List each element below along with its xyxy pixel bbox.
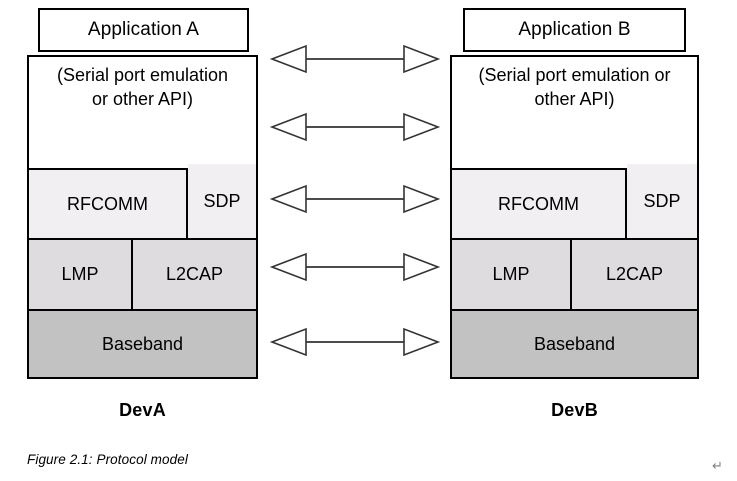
layer-l2cap-label-a: L2CAP (165, 264, 224, 285)
connection-arrow-rfcomm-sdp (269, 184, 441, 214)
api-layer-b: (Serial port emulation or other API) (452, 57, 697, 168)
application-box-b: Application B (463, 8, 686, 52)
connection-arrow-baseband (269, 327, 441, 357)
application-label-b: Application B (518, 18, 631, 40)
connection-arrow-application (269, 44, 441, 74)
layer-baseband-b: Baseband (452, 309, 697, 377)
api-layer-label-b: (Serial port emulation or other API) (478, 65, 671, 109)
layer-sdp-a: SDP (188, 164, 256, 238)
paragraph-mark-icon: ↵ (712, 458, 723, 473)
device-label-b: DevB (551, 400, 598, 420)
protocol-stack-a: (Serial port emulation or other API) RFC… (27, 55, 258, 379)
application-label-a: Application A (87, 18, 200, 40)
layer-rfcomm-b: RFCOMM (452, 168, 627, 238)
layer-l2cap-b: L2CAP (572, 238, 697, 309)
layer-baseband-a: Baseband (29, 309, 256, 377)
layer-l2cap-label-b: L2CAP (605, 264, 664, 285)
layer-l2cap-a: L2CAP (133, 238, 256, 309)
layer-lmp-label-b: LMP (492, 264, 530, 285)
layer-sdp-label-a: SDP (203, 190, 241, 211)
connection-arrow-lmp-l2cap (269, 252, 441, 282)
device-label-a: DevA (119, 400, 166, 420)
layer-rfcomm-a: RFCOMM (29, 168, 188, 238)
connection-arrow-api (269, 112, 441, 142)
layer-lmp-b: LMP (452, 238, 572, 309)
layer-lmp-a: LMP (29, 238, 133, 309)
layer-rfcomm-label-a: RFCOMM (67, 193, 148, 214)
layer-sdp-label-b: SDP (643, 190, 681, 211)
layer-sdp-b: SDP (627, 164, 697, 238)
api-layer-a: (Serial port emulation or other API) (29, 57, 256, 168)
layer-rfcomm-label-b: RFCOMM (498, 193, 579, 214)
api-layer-label-a: (Serial port emulation or other API) (56, 65, 229, 109)
layer-lmp-label-a: LMP (61, 264, 99, 285)
protocol-stack-b: (Serial port emulation or other API) RFC… (450, 55, 699, 379)
layer-baseband-label-a: Baseband (101, 333, 184, 354)
layer-baseband-label-b: Baseband (533, 333, 616, 354)
figure-caption: Figure 2.1: Protocol model (27, 452, 188, 467)
application-box-a: Application A (38, 8, 249, 52)
